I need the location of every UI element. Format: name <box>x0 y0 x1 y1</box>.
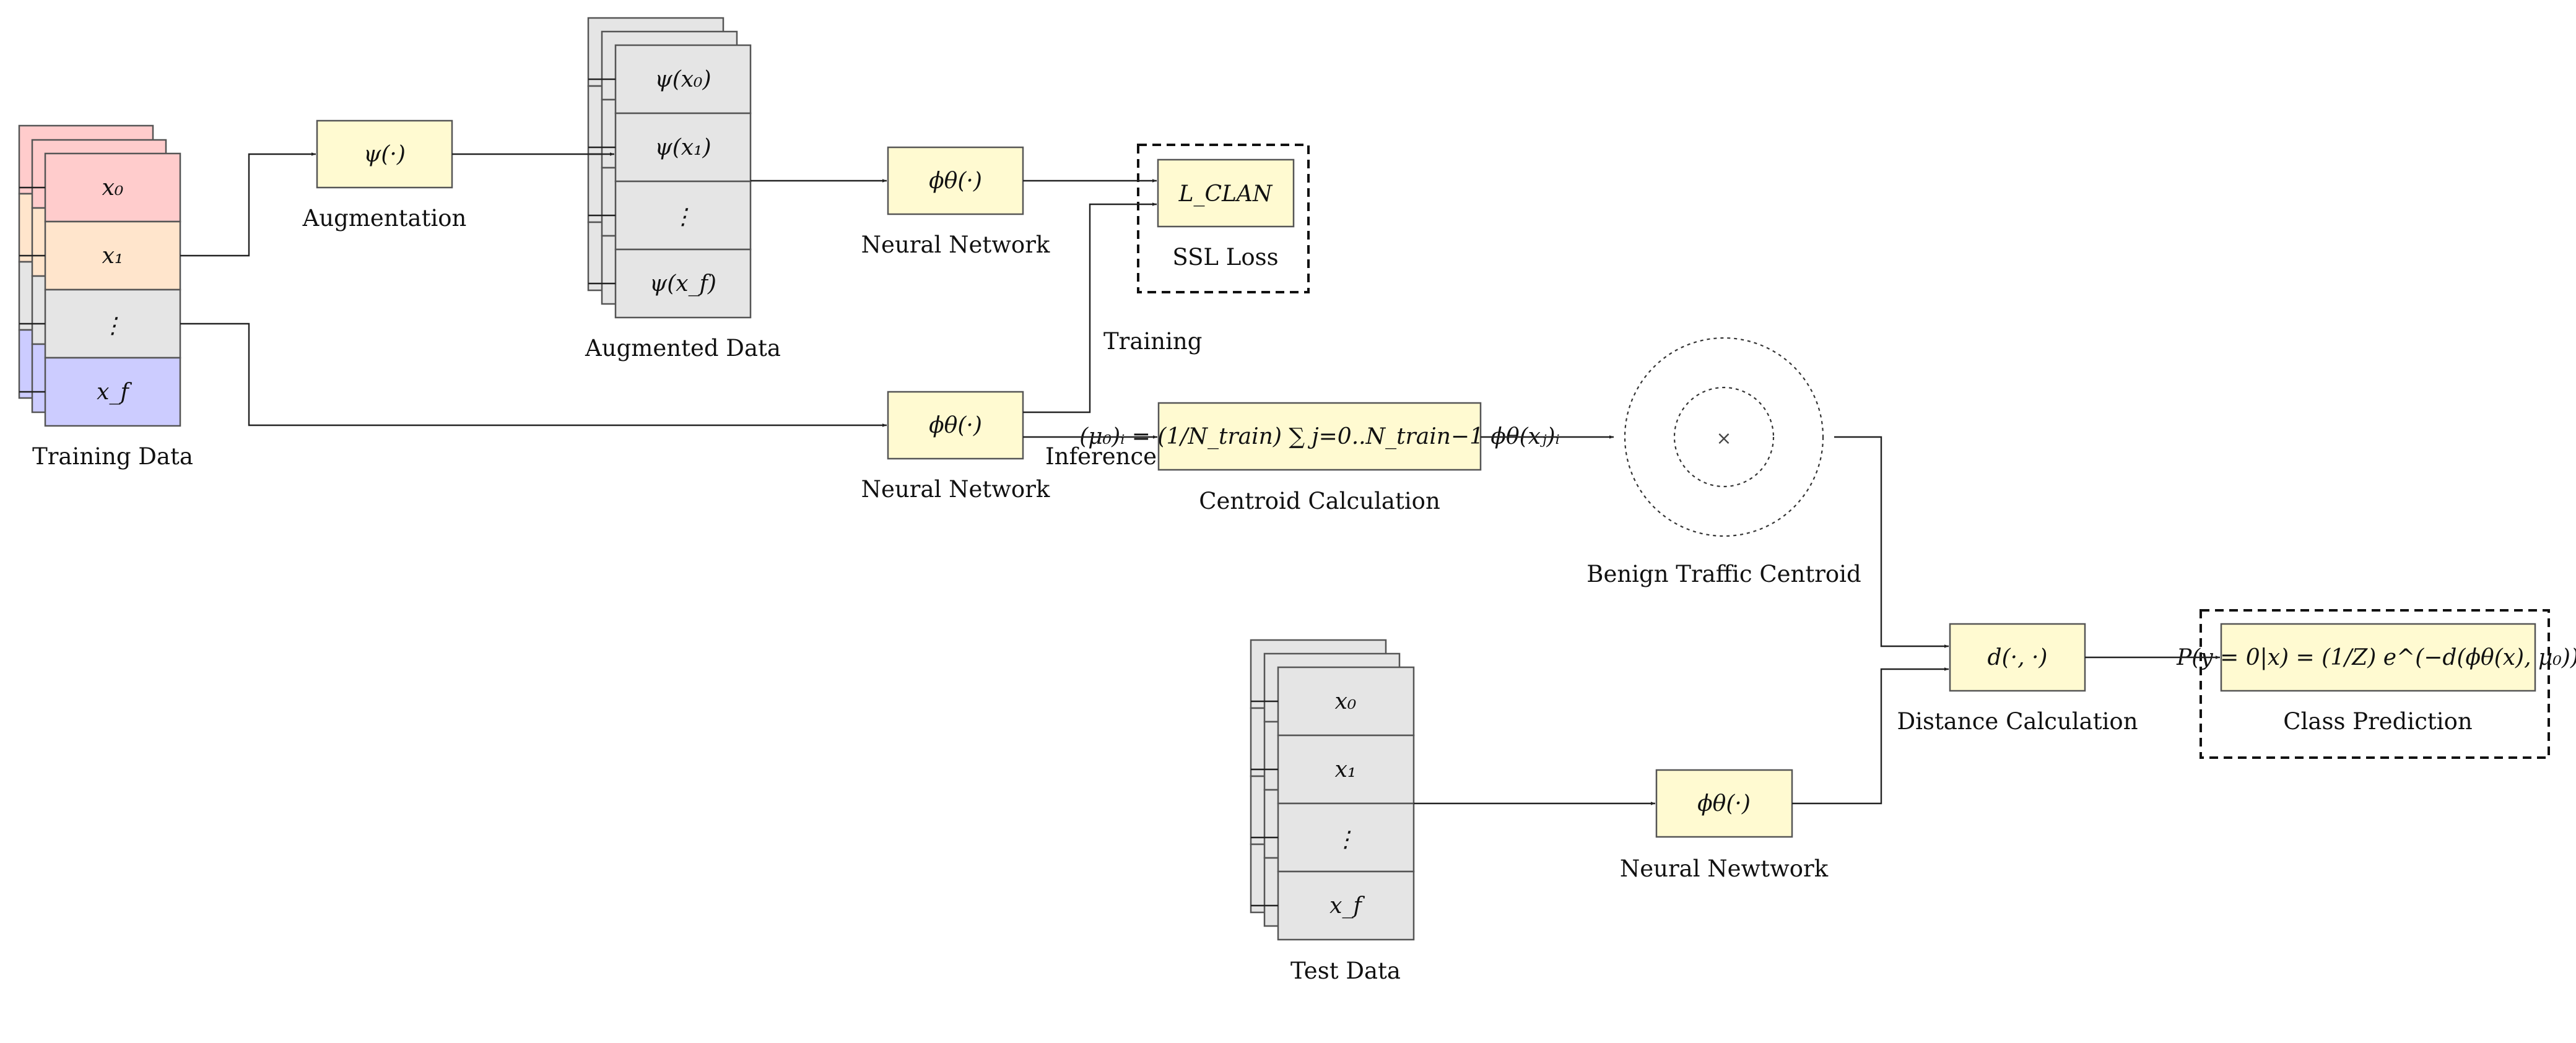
class-prediction-dashed-frame <box>2200 609 2550 759</box>
centroid-calculation-formula: (μ₀)ᵢ = (1/N_train) ∑ j=0..N_train−1 ϕθ(… <box>1079 424 1560 449</box>
inference-edge-label: Inference <box>1045 443 1157 470</box>
arrow-centroid-to-distance <box>1834 436 1949 648</box>
augmentation-label: Augmentation <box>302 205 467 232</box>
test-cell-1-label: x₁ <box>1335 757 1357 782</box>
augmented-stack-layer-front <box>614 44 752 319</box>
training-cell-3 <box>44 357 181 427</box>
neural-network-mid-formula: ϕθ(·) <box>929 413 982 438</box>
test-data-label: Test Data <box>1290 958 1401 984</box>
centroid-marker: × <box>1716 428 1731 449</box>
training-cell-2-label: ⋮ <box>102 313 124 339</box>
augmentation-formula: ψ(·) <box>363 142 406 167</box>
centroid-outer-circle <box>1624 337 1824 537</box>
neural-network-bottom-block: ϕθ(·) Neural Newtwork <box>1620 769 1829 882</box>
test-cell-0 <box>1277 666 1415 737</box>
neural-network-bottom-box <box>1655 769 1793 838</box>
ssl-loss-formula: L_CLAN <box>1178 181 1273 207</box>
distance-calculation-formula: d(·, ·) <box>1988 645 2048 670</box>
benign-centroid-label: Benign Traffic Centroid <box>1586 561 1861 587</box>
training-cell-1 <box>44 220 181 291</box>
test-cell-2-label: ⋮ <box>1334 827 1357 852</box>
test-cell-3-label: x_f <box>1329 893 1365 919</box>
neural-network-mid-box <box>887 391 1024 460</box>
distance-calculation-block: d(·, ·) Distance Calculation <box>1897 623 2138 735</box>
neural-network-top-formula: ϕθ(·) <box>929 168 982 194</box>
ssl-loss-label: SSL Loss <box>1172 244 1278 270</box>
training-data-label: Training Data <box>32 443 193 470</box>
training-cell-0-label: x₀ <box>102 175 124 201</box>
arrow-training-to-nn-mid <box>180 322 887 427</box>
class-prediction-formula: P(y = 0|x) = (1/Z) e^(−d(ϕθ(x), μ₀)) <box>2176 645 2576 670</box>
augmented-cell-3-label: ψ(x_f) <box>650 271 716 296</box>
class-prediction-label: Class Prediction <box>2283 708 2472 735</box>
training-cell-1-label: x₁ <box>102 243 124 269</box>
augmentation-block: ψ(·) Augmentation <box>302 119 467 232</box>
augmented-cell-3 <box>614 248 752 319</box>
augmented-cell-0-label: ψ(x₀) <box>655 67 711 92</box>
test-data-stack: x₀ x₁ ⋮ x_f Test Data <box>1250 639 1415 984</box>
ssl-loss-box <box>1157 158 1295 228</box>
test-cell-3 <box>1277 870 1415 941</box>
centroid-calculation-block: (μ₀)ᵢ = (1/N_train) ∑ j=0..N_train−1 ϕθ(… <box>1079 402 1560 514</box>
neural-network-bottom-label: Neural Newtwork <box>1620 855 1829 882</box>
augmentation-box <box>316 119 453 189</box>
ssl-loss-dashed-frame <box>1137 144 1310 293</box>
training-cell-3-label: x_f <box>97 379 132 405</box>
test-stack-layer-front <box>1277 666 1415 941</box>
arrow-nn-mid-to-ssl-loss <box>1023 202 1157 413</box>
neural-network-top-block: ϕθ(·) Neural Network <box>861 146 1050 258</box>
centroid-calculation-box <box>1157 402 1482 471</box>
connectors <box>19 78 2220 907</box>
centroid-calculation-label: Centroid Calculation <box>1199 488 1440 514</box>
centroid-inner-circle <box>1673 386 1775 488</box>
augmented-cell-1 <box>614 112 752 183</box>
neural-network-mid-block: ϕθ(·) Neural Network <box>861 391 1050 503</box>
arrow-training-to-augmentation <box>180 152 316 257</box>
class-prediction-box <box>2220 623 2536 692</box>
test-cell-2 <box>1277 802 1415 873</box>
augmented-cell-1-label: ψ(x₁) <box>655 135 711 160</box>
augmented-cell-0 <box>614 44 752 115</box>
training-data-stack: x₀ x₁ ⋮ x_f Training Data <box>18 124 193 470</box>
neural-network-mid-label: Neural Network <box>861 476 1050 503</box>
arrow-nn-bottom-to-distance <box>1792 667 1949 805</box>
augmented-data-stack: ψ(x₀) ψ(x₁) ⋮ ψ(x_f) Augmented Data <box>585 17 781 361</box>
training-edge-label: Training <box>1103 328 1202 355</box>
ssl-loss-block: L_CLAN SSL Loss <box>1137 144 1310 293</box>
neural-network-bottom-formula: ϕθ(·) <box>1697 791 1751 816</box>
neural-network-top-label: Neural Network <box>861 232 1050 258</box>
augmented-data-label: Augmented Data <box>585 335 781 361</box>
distance-calculation-label: Distance Calculation <box>1897 708 2138 735</box>
benign-centroid-block: × Benign Traffic Centroid <box>1586 337 1861 587</box>
augmented-cell-2-label: ⋮ <box>672 204 694 230</box>
class-prediction-block: P(y = 0|x) = (1/Z) e^(−d(ϕθ(x), μ₀)) Cla… <box>2176 609 2576 759</box>
test-cell-0-label: x₀ <box>1335 689 1357 714</box>
